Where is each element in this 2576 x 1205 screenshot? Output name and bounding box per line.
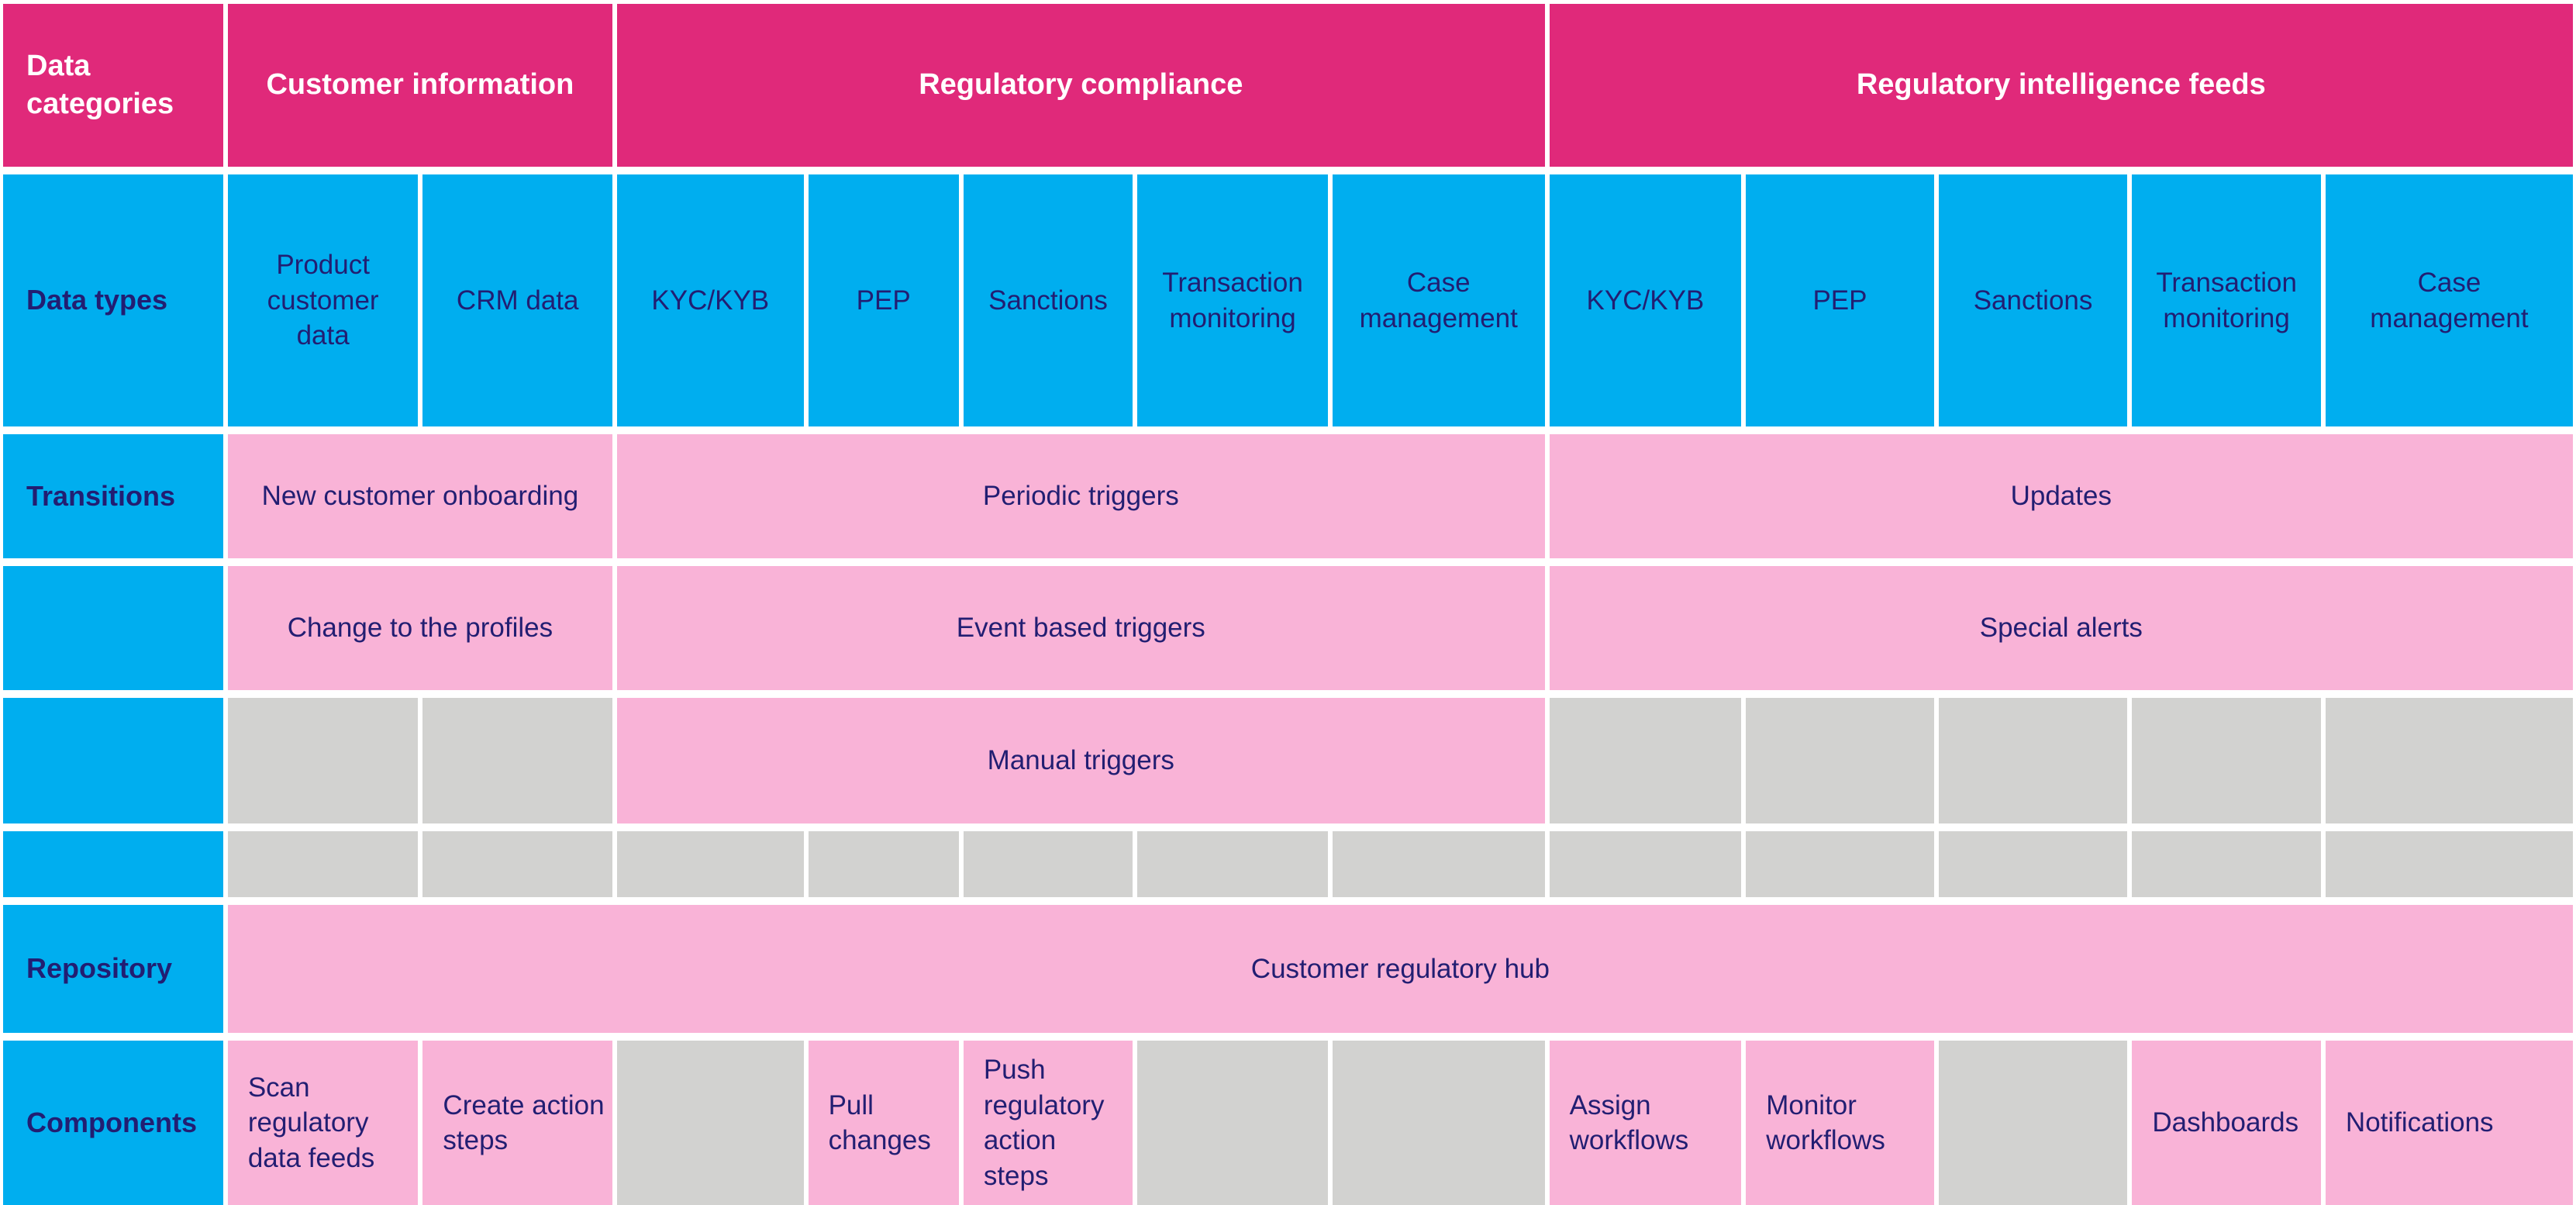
repository-customer-regulatory-hub: Customer regulatory hub <box>227 905 2573 1033</box>
transition-updates: Updates <box>1549 434 2573 558</box>
component-create-action-steps: Create action steps <box>422 1041 612 1205</box>
placeholder-cell <box>2132 698 2321 823</box>
datatype-transaction-monitoring-intelligence: Transaction monitoring <box>2132 174 2321 426</box>
row-label-spacer-1 <box>3 566 223 690</box>
datatype-sanctions-compliance: Sanctions <box>963 174 1133 426</box>
row-label-spacer-2 <box>3 698 223 823</box>
transition-special-alerts: Special alerts <box>1549 566 2573 690</box>
transition-event-based-triggers: Event based triggers <box>617 566 1545 690</box>
placeholder-cell <box>422 698 612 823</box>
placeholder-cell <box>1137 1041 1328 1205</box>
component-scan-regulatory-data-feeds: Scan regulatory data feeds <box>227 1041 419 1205</box>
datatype-product-customer-data: Product customer data <box>227 174 419 426</box>
placeholder-cell <box>617 1041 804 1205</box>
transition-change-to-the-profiles: Change to the profiles <box>227 566 612 690</box>
placeholder-cell <box>1746 698 1934 823</box>
placeholder-cell <box>422 831 612 897</box>
component-dashboards: Dashboards <box>2132 1041 2321 1205</box>
placeholder-cell <box>227 698 419 823</box>
placeholder-cell <box>617 831 804 897</box>
placeholder-cell <box>1137 831 1328 897</box>
placeholder-cell <box>227 831 419 897</box>
datatype-kyc-kyb-intelligence: KYC/KYB <box>1549 174 1742 426</box>
placeholder-cell <box>1938 831 2128 897</box>
row-label-transitions: Transitions <box>3 434 223 558</box>
placeholder-cell <box>963 831 1133 897</box>
datatype-pep-intelligence: PEP <box>1746 174 1934 426</box>
transition-new-customer-onboarding: New customer onboarding <box>227 434 612 558</box>
datatype-transaction-monitoring-compliance: Transaction monitoring <box>1137 174 1328 426</box>
row-label-spacer-3 <box>3 831 223 897</box>
datatype-pep-compliance: PEP <box>808 174 959 426</box>
placeholder-cell <box>2132 831 2321 897</box>
component-notifications: Notifications <box>2325 1041 2573 1205</box>
placeholder-cell <box>1332 1041 1545 1205</box>
transition-periodic-triggers: Periodic triggers <box>617 434 1545 558</box>
datatype-kyc-kyb-compliance: KYC/KYB <box>617 174 804 426</box>
component-assign-workflows: Assign workflows <box>1549 1041 1742 1205</box>
datatype-case-management-compliance: Case management <box>1332 174 1545 426</box>
placeholder-cell <box>2325 831 2573 897</box>
component-pull-changes: Pull changes <box>808 1041 959 1205</box>
datatype-sanctions-intelligence: Sanctions <box>1938 174 2128 426</box>
row-label-repository: Repository <box>3 905 223 1033</box>
header-regulatory-compliance: Regulatory compliance <box>617 4 1545 167</box>
placeholder-cell <box>1549 831 1742 897</box>
placeholder-cell <box>808 831 959 897</box>
component-monitor-workflows: Monitor workflows <box>1746 1041 1934 1205</box>
placeholder-cell <box>2325 698 2573 823</box>
transition-manual-triggers: Manual triggers <box>617 698 1545 823</box>
regulatory-data-matrix: Data categories Customer information Reg… <box>3 4 2573 1205</box>
datatype-crm-data: CRM data <box>422 174 612 426</box>
placeholder-cell <box>1938 1041 2128 1205</box>
component-push-regulatory-action-steps: Push regulatory action steps <box>963 1041 1133 1205</box>
header-data-categories: Data categories <box>3 4 223 167</box>
placeholder-cell <box>1332 831 1545 897</box>
row-label-data-types: Data types <box>3 174 223 426</box>
row-label-components: Components <box>3 1041 223 1205</box>
placeholder-cell <box>1746 831 1934 897</box>
header-regulatory-intelligence-feeds: Regulatory intelligence feeds <box>1549 4 2573 167</box>
placeholder-cell <box>1549 698 1742 823</box>
header-customer-information: Customer information <box>227 4 612 167</box>
placeholder-cell <box>1938 698 2128 823</box>
datatype-case-management-intelligence: Case management <box>2325 174 2573 426</box>
